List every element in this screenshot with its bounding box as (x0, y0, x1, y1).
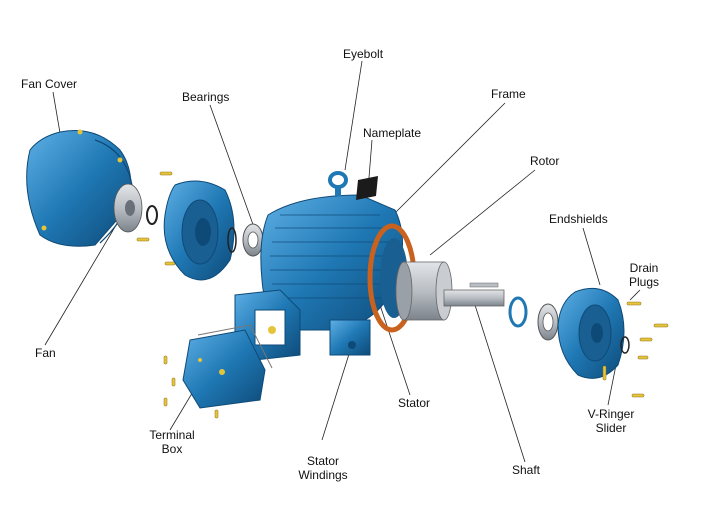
leader-bearings (209, 104, 256, 231)
label-v-ringer-slider: V-Ringer Slider (580, 407, 642, 435)
label-stator: Stator (398, 396, 431, 410)
label-fan: Fan (35, 346, 56, 360)
screws-right (602, 301, 669, 398)
label-frame: Frame (491, 87, 526, 101)
label-terminal-box: Terminal Box (144, 428, 200, 456)
leader-rotor (429, 169, 536, 256)
leader-eyebolt (344, 60, 363, 171)
label-drain-plugs-line2: Plugs (628, 275, 660, 289)
leader-fan-cover (52, 91, 61, 134)
screws-bottom (163, 355, 219, 419)
label-terminal-box-line1: Terminal (149, 428, 195, 442)
label-fan-cover: Fan Cover (21, 77, 78, 91)
label-bearings: Bearings (182, 90, 230, 104)
bearing-right-part (508, 296, 559, 341)
screws-left (136, 171, 176, 266)
fan-cover-part (26, 129, 133, 247)
label-stator-windings: Stator Windings (292, 454, 354, 482)
rear-endshield-part (163, 180, 235, 281)
frame-part (260, 171, 417, 356)
leader-stator (379, 304, 411, 396)
shaft-part (443, 282, 505, 307)
fan-part (113, 183, 158, 233)
leader-drain-plugs (629, 289, 641, 301)
front-endshield-part (557, 287, 630, 379)
label-eyebolt: Eyebolt (343, 47, 384, 61)
leader-shaft (474, 304, 526, 463)
label-stator-windings-line1: Stator (306, 454, 339, 468)
label-v-ringer-line2: Slider (595, 421, 627, 435)
label-nameplate: Nameplate (363, 126, 422, 140)
terminal-box-cover-part (182, 324, 273, 409)
leader-fan (44, 209, 126, 346)
leader-frame (389, 102, 506, 219)
label-v-ringer-line1: V-Ringer (587, 407, 635, 421)
label-stator-windings-line2: Windings (298, 468, 348, 482)
eyebolt-part (328, 171, 348, 189)
label-rotor: Rotor (530, 154, 560, 168)
leader-endshields (582, 227, 601, 286)
label-endshields: Endshields (549, 212, 608, 226)
bearing-left-part (227, 223, 264, 257)
label-drain-plugs-line1: Drain (629, 261, 659, 275)
label-terminal-box-line2: Box (161, 442, 183, 456)
nameplate-part (356, 176, 378, 200)
label-shaft: Shaft (512, 463, 541, 477)
label-drain-plugs: Drain Plugs (624, 261, 664, 289)
